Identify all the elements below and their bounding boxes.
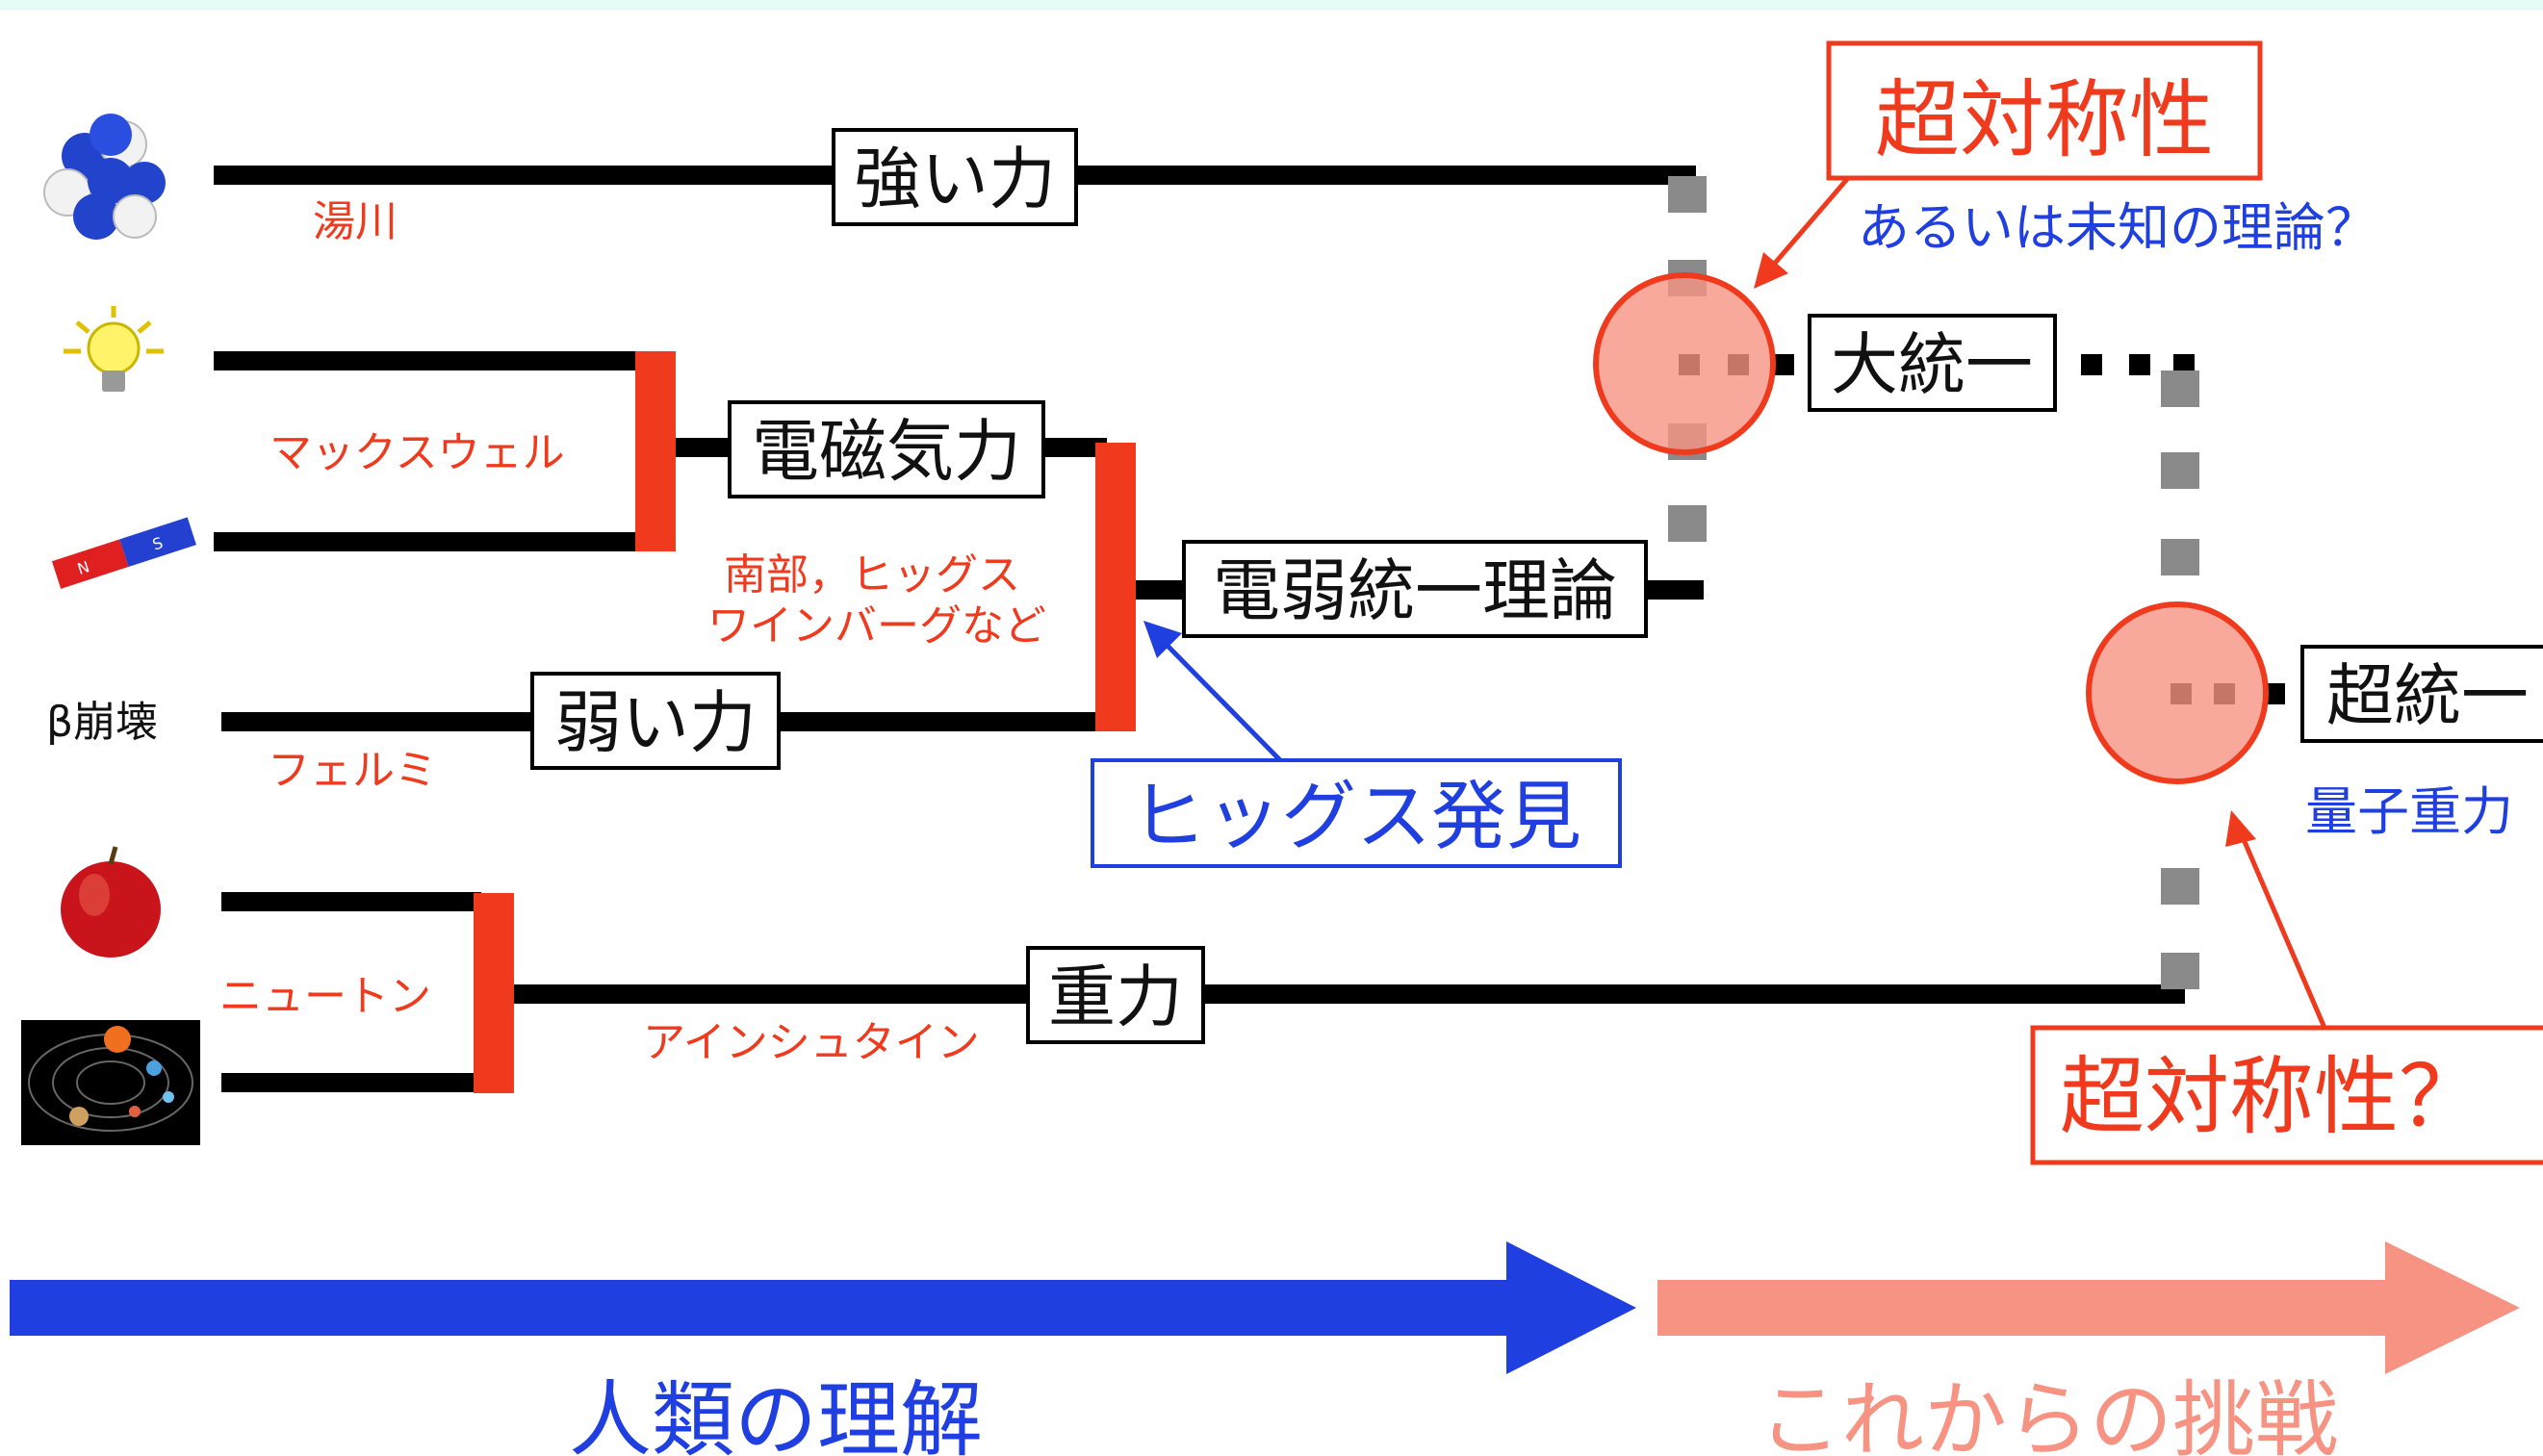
einstein-label: アインシュタイン (643, 1018, 980, 1067)
gravity-box (1026, 946, 1205, 1044)
electroweak-box (1182, 540, 1648, 638)
nambu-higgs-label-line2: ワインバーグなど (707, 601, 1046, 651)
supersymmetry-question-arrow (2225, 810, 2327, 1029)
fermi-label: フェルミ (268, 746, 437, 795)
gravity-label: 重力 (1048, 958, 1183, 1036)
beta-decay-label: β崩壊 (46, 698, 158, 747)
higgs-discovery-label: ヒッグス発見 (1131, 774, 1581, 860)
newton-label: ニュートン (219, 972, 431, 1021)
weak-box (530, 672, 781, 770)
super-unification-box (2300, 645, 2543, 743)
higgs-discovery-arrow (1143, 621, 1282, 762)
top-band (0, 0, 2543, 10)
solar-system-icon (21, 1020, 200, 1145)
supersymmetry-callout-box (1826, 40, 2263, 181)
light-bulb-icon (64, 306, 164, 392)
electroweak-label: 電弱統一理論 (1213, 551, 1617, 630)
or-unknown-theory-label: あるいは未知の理論？ (1858, 197, 2377, 258)
gravity-junction-bar (474, 893, 514, 1093)
force-boxes (530, 128, 2543, 1044)
challenges-ahead-arrow (1657, 1241, 2520, 1374)
grand-unification-box (1808, 314, 2057, 412)
quantum-gravity-label: 量子重力 (2305, 781, 2513, 842)
atom-nucleus-icon (43, 114, 166, 240)
em-junction-bar (635, 351, 676, 551)
nambu-higgs-label-line1: 南部，ヒッグス (724, 550, 1020, 600)
em-box (728, 400, 1045, 498)
red-junction-bars (474, 351, 1136, 1093)
weak-force-label: 弱い力 (554, 683, 757, 762)
higgs-discovery-callout-box (1091, 758, 1622, 868)
maxwell-label: マックスウェル (270, 428, 565, 477)
yukawa-label: 湯川 (313, 197, 398, 246)
supersymmetry-question-callout-box (2030, 1025, 2543, 1165)
human-understanding-label: 人類の理解 (569, 1372, 983, 1456)
svg-text:N: N (75, 557, 91, 578)
grand-unification-label: 大統一 (1831, 325, 2033, 404)
supersymmetry-arrow (1754, 176, 1850, 289)
grand-unification-circle (1593, 272, 1776, 455)
supersymmetry-question-label: 超対称性？ (2060, 1047, 2483, 1146)
magnet-icon: N S (51, 517, 196, 589)
force-lines (214, 166, 2185, 1092)
super-unification-circle (2086, 601, 2269, 784)
challenges-ahead-label: これからの挑戦 (1759, 1372, 2338, 1456)
human-understanding-arrow (10, 1241, 1636, 1374)
supersymmetry-label: 超対称性 (1875, 70, 2214, 169)
electroweak-junction-bar (1095, 443, 1136, 731)
strong-box (832, 128, 1078, 226)
strong-force-label: 強い力 (854, 140, 1056, 218)
electromagnetic-label: 電磁気力 (752, 412, 1021, 491)
super-unification-label: 超統一 (2326, 656, 2529, 735)
apple-icon (61, 846, 161, 958)
